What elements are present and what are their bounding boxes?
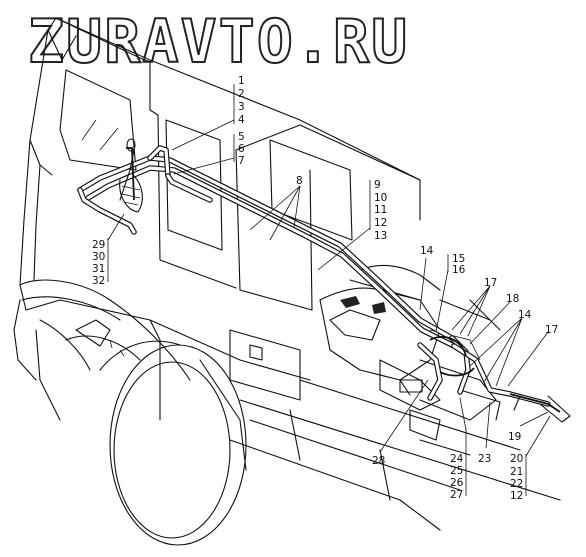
callout-17-right: 17 [545, 324, 558, 336]
leader-lines [107, 84, 551, 496]
callout-5: 5 [238, 131, 245, 143]
callout-3: 3 [238, 101, 245, 113]
callout-14-right: 14 [518, 309, 532, 321]
callout-20: 20 [510, 453, 523, 465]
callout-14-left: 14 [420, 245, 434, 257]
callout-21: 21 [510, 466, 523, 478]
callout-32: 32 [92, 275, 105, 287]
front-wheel [13, 279, 247, 546]
callout-13: 13 [374, 230, 387, 242]
callout-25: 25 [450, 465, 463, 477]
callout-31: 31 [92, 263, 105, 275]
callout-29: 29 [92, 239, 105, 251]
callout-labels: 1 2 3 4 5 6 7 8 9 10 11 12 13 14 15 16 1… [92, 75, 558, 502]
callout-10: 10 [374, 192, 387, 204]
callout-11: 11 [374, 204, 387, 216]
callout-1: 1 [238, 75, 245, 87]
callout-18: 18 [506, 293, 519, 305]
callout-12: 12 [374, 217, 387, 229]
callout-7: 7 [238, 155, 245, 167]
callout-17-left: 17 [484, 277, 497, 289]
callout-9: 9 [374, 179, 381, 191]
callout-23: 23 [478, 453, 491, 465]
hydraulic-pipes [77, 145, 551, 407]
callout-22: 22 [510, 478, 523, 490]
watermark-text: ZURAVTO.RU [28, 7, 409, 77]
callout-4: 4 [238, 114, 245, 126]
pump-lever [509, 393, 571, 423]
callout-8: 8 [296, 175, 303, 187]
callout-26: 26 [450, 477, 464, 489]
callout-28: 28 [372, 455, 385, 467]
callout-2: 2 [238, 88, 245, 100]
callout-12-bottom: 12 [510, 490, 523, 502]
callout-19: 19 [508, 431, 521, 443]
callout-16: 16 [452, 264, 466, 276]
callout-24: 24 [450, 453, 464, 465]
callout-27: 27 [450, 489, 463, 501]
truck-cab [19, 17, 561, 531]
callout-15: 15 [452, 253, 465, 265]
gear-lever [119, 138, 143, 213]
callout-6: 6 [238, 143, 245, 155]
callout-30: 30 [92, 251, 105, 263]
